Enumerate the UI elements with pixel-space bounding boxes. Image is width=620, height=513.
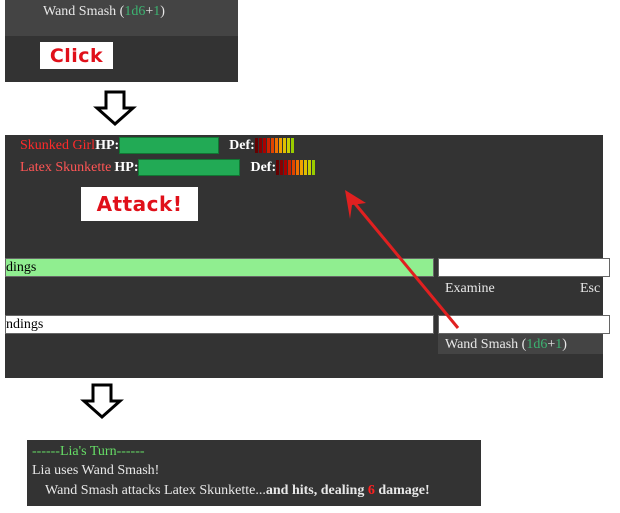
click-label: Click	[49, 44, 104, 67]
action-row-2[interactable]: ndings	[5, 315, 434, 334]
log-line-2-prefix: Wand Smash attacks Latex Skunkette...	[45, 483, 266, 498]
combat-log: ------Lia's Turn------ Lia uses Wand Sma…	[27, 440, 481, 506]
action-row-1[interactable]: dings	[5, 258, 434, 277]
enemy-status: Latex Skunkette HP: Def:	[20, 159, 316, 176]
top-move-plus: +	[145, 4, 154, 19]
player-def-meter	[254, 138, 294, 153]
lower-move-plus: +	[547, 337, 556, 352]
action-row-2-right[interactable]	[438, 315, 610, 334]
lower-move-name: Wand Smash	[445, 337, 519, 352]
escape-button[interactable]: Esc	[580, 281, 600, 297]
top-move-bonus: 1	[153, 4, 161, 19]
lower-move-bonus: 1	[555, 337, 563, 352]
examine-label: Examine	[445, 281, 495, 296]
down-arrow-icon	[80, 383, 124, 420]
red-pointer-arrow-icon	[345, 190, 460, 329]
lower-move-button[interactable]	[438, 334, 603, 354]
enemy-hp-label: HP:	[114, 159, 139, 175]
action-row-1-right[interactable]	[438, 258, 610, 277]
enemy-hp-bar	[138, 159, 241, 176]
lower-move-dice: 1d6	[526, 337, 548, 352]
top-move-row: Wand Smash (1d6+1)	[5, 0, 238, 36]
player-def-label: Def:	[229, 137, 255, 153]
click-badge: Click	[40, 42, 113, 69]
action-row-1-text: dings	[6, 260, 37, 275]
enemy-def-meter	[276, 160, 316, 175]
log-line-2-suffix: damage!	[374, 483, 430, 498]
top-move-button[interactable]: Wand Smash (1d6+1)	[43, 4, 165, 19]
top-move-dice: 1d6	[124, 4, 146, 19]
action-row-2-text: ndings	[6, 317, 44, 332]
player-status: Skunked Girl HP: Def:	[20, 137, 294, 154]
enemy-name: Latex Skunkette	[20, 159, 112, 175]
log-line-2: Wand Smash attacks Latex Skunkette...and…	[45, 483, 430, 499]
player-hp-label: HP:	[95, 137, 120, 153]
examine-button[interactable]: Examine	[445, 281, 495, 297]
top-move-name: Wand Smash	[43, 4, 117, 19]
top-panel: Wand Smash (1d6+1) Click	[5, 0, 238, 82]
escape-label: Esc	[580, 281, 601, 296]
log-line-2-bold: and hits, dealing	[265, 483, 368, 498]
combat-panel: Skunked Girl HP: Def: Latex Skunkette HP…	[5, 135, 610, 378]
player-hp-bar	[119, 137, 220, 154]
lower-move-label: Wand Smash (1d6+1)	[445, 337, 567, 352]
log-line-1: Lia uses Wand Smash!	[32, 463, 160, 478]
player-name: Skunked Girl	[20, 137, 96, 153]
attack-badge: Attack!	[81, 187, 198, 221]
enemy-def-label: Def:	[250, 159, 277, 175]
log-damage: 6	[367, 483, 375, 498]
attack-label: Attack!	[96, 192, 183, 216]
log-turn-header: ------Lia's Turn------	[32, 444, 145, 459]
down-arrow-icon	[93, 90, 137, 127]
